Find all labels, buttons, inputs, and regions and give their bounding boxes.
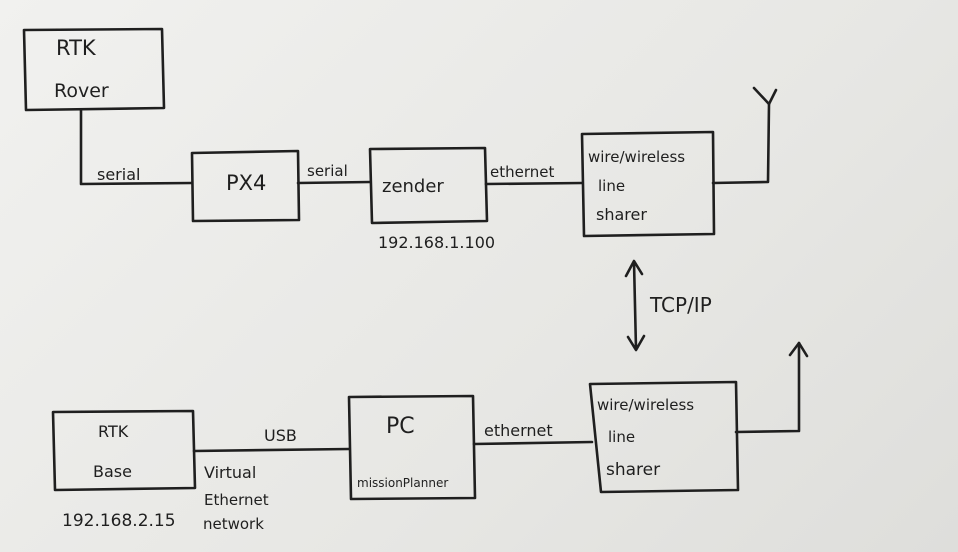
link-label-rover-px4: serial — [97, 165, 140, 184]
sharer-bottom-label-1: wire/wireless — [597, 396, 694, 414]
sharer-bottom-box — [588, 380, 740, 494]
rtk-base-ip: 192.168.2.15 — [62, 511, 176, 531]
sharer-top-label-1: wire/wireless — [588, 148, 685, 166]
sharer-top-label-2: line — [598, 177, 625, 195]
rtk-rover-label-2: Rover — [54, 80, 109, 102]
link-label-pc-sharer: ethernet — [484, 421, 553, 440]
rtk-base-label-2: Base — [93, 462, 132, 481]
zender-ip: 192.168.1.100 — [378, 233, 495, 252]
antenna-bottom-line — [734, 341, 801, 434]
px4-box — [190, 149, 301, 223]
zender-box — [368, 146, 489, 225]
rtk-base-label-1: RTK — [98, 422, 129, 441]
pc-label-2: missionPlanner — [357, 476, 448, 490]
tcpip-double-arrow — [624, 259, 646, 352]
link-label-usb: USB — [264, 426, 297, 445]
pc-sharer-connector — [472, 440, 594, 446]
antenna-y-icon — [752, 86, 778, 106]
link-label-tcpip: TCP/IP — [649, 293, 712, 317]
rtk-rover-label-1: RTK — [56, 36, 97, 60]
antenna-top-line — [711, 102, 771, 185]
link-label-virtual-3: network — [203, 515, 264, 533]
rtk-base-box — [51, 409, 197, 492]
sharer-bottom-label-3: sharer — [606, 460, 660, 480]
rtk-rover-box — [22, 27, 166, 112]
px4-zender-connector — [296, 180, 372, 185]
link-label-virtual-2: Ethernet — [204, 491, 269, 509]
pc-box — [347, 394, 477, 501]
rover-px4-connector — [79, 108, 194, 186]
pc-label-1: PC — [386, 414, 415, 439]
sharer-bottom-label-2: line — [608, 428, 635, 446]
antenna-arrow-icon — [788, 341, 809, 358]
zender-label: zender — [382, 176, 444, 197]
link-label-zender-sharer: ethernet — [490, 163, 554, 181]
zender-sharer-connector — [484, 181, 584, 186]
px4-label: PX4 — [226, 171, 266, 195]
sharer-top-label-3: sharer — [596, 205, 647, 224]
link-label-px4-zender: serial — [307, 162, 348, 180]
link-label-virtual-1: Virtual — [204, 463, 256, 482]
base-pc-connector — [192, 447, 351, 453]
sharer-top-box — [580, 130, 716, 238]
